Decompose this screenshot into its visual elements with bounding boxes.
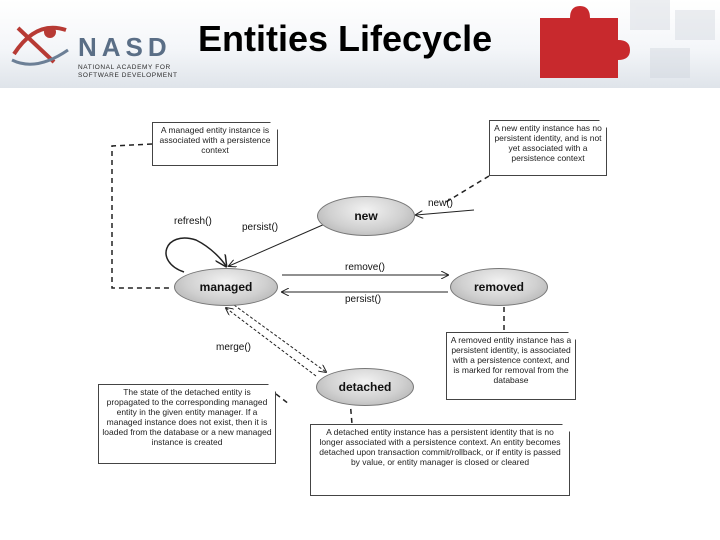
- new-call-arrow: [416, 209, 475, 215]
- merge-arrow: [226, 308, 317, 377]
- nasd-logo: NASD NATIONAL ACADEMY FOR SOFTWARE DEVEL…: [6, 10, 182, 79]
- persist-new-arrow: [229, 219, 335, 266]
- label-merge: merge(): [216, 342, 252, 353]
- label-remove: remove(): [345, 262, 386, 273]
- merge-note-link: [275, 393, 290, 405]
- logo-emblem-icon: [11, 25, 69, 66]
- logo-subtitle: NATIONAL ACADEMY FOR SOFTWARE DEVELOPMEN…: [78, 64, 178, 79]
- logo-name: NASD: [78, 32, 172, 62]
- detach-arrow: [233, 304, 326, 372]
- note-detached: A detached entity instance has a persist…: [310, 424, 570, 496]
- state-managed: managed: [174, 268, 278, 306]
- note-managed: A managed entity instance is associated …: [152, 122, 278, 166]
- state-removed: removed: [450, 268, 548, 306]
- note-merge: The state of the detached entity is prop…: [98, 384, 276, 464]
- note-removed: A removed entity instance has a persiste…: [446, 332, 576, 400]
- page-title: Entities Lifecycle: [198, 18, 493, 59]
- label-refresh: refresh(): [174, 216, 212, 227]
- puzzle-piece-icon: [540, 0, 715, 78]
- label-persist-new: persist(): [242, 222, 279, 233]
- refresh-arrow: [165, 237, 226, 273]
- label-new-call: new(): [428, 198, 454, 209]
- managed-note-link: [111, 143, 172, 289]
- note-new: A new entity instance has no persistent …: [489, 120, 607, 176]
- state-new: new: [317, 196, 415, 236]
- lifecycle-diagram: new managed removed detached new() refre…: [94, 112, 624, 506]
- state-detached: detached: [316, 368, 414, 406]
- label-persist-removed: persist(): [345, 294, 382, 305]
